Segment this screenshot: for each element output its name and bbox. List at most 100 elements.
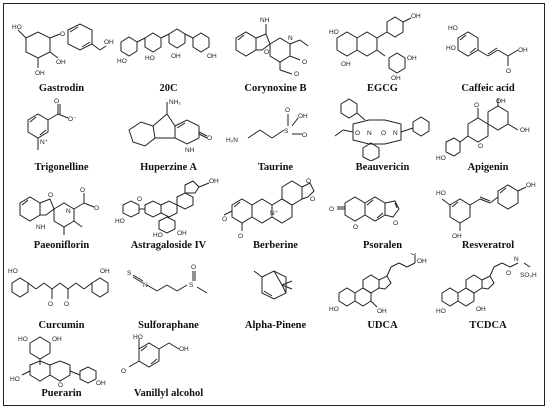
atom-label: O xyxy=(264,49,269,56)
atom-label: O xyxy=(411,253,416,257)
atom-label: O xyxy=(191,264,196,271)
atom-label: OH xyxy=(52,336,62,343)
atom-label: O xyxy=(381,130,386,137)
atom-label: OH xyxy=(56,59,66,66)
atom-label: OH xyxy=(407,55,417,62)
atom-label: OH xyxy=(35,70,45,77)
compound-name: UDCA xyxy=(367,320,398,331)
atom-label: O xyxy=(302,59,307,66)
atom-label: O xyxy=(60,31,65,38)
compound-name: Alpha-Pinene xyxy=(244,320,307,331)
atom-label: N⁺ xyxy=(270,210,279,217)
atom-label: OH xyxy=(526,182,536,189)
atom-label: OH xyxy=(209,178,219,185)
atom-label: O xyxy=(121,368,126,375)
atom-label: N xyxy=(393,130,398,137)
compound-cell: S N S O Sulforaphane xyxy=(115,253,222,333)
psoralen-structure: O O O xyxy=(329,196,400,231)
compound-name: Corynoxine B xyxy=(244,83,307,94)
compound-cell: HO HO OH OH 20C xyxy=(115,8,222,96)
atom-label: HO xyxy=(153,232,163,239)
atom-label: O xyxy=(238,233,243,239)
empty-cell xyxy=(436,333,540,401)
atom-label: OH xyxy=(496,98,506,105)
atom-label: O xyxy=(474,102,479,109)
atom-label: OH xyxy=(207,53,217,60)
atom-label: NH₂ xyxy=(169,99,181,106)
compound-cell: HO OH OH OH OH EGCG xyxy=(329,8,436,96)
atom-label: S xyxy=(127,270,132,277)
puerarin-structure: HO OH HO OH O xyxy=(10,336,106,387)
atom-label: S xyxy=(284,128,289,135)
compound-name: Paeoniflorin xyxy=(33,240,90,251)
atom-label: HO xyxy=(145,55,155,62)
atom-label: O xyxy=(478,143,483,150)
atom-label: N xyxy=(367,130,372,137)
atom-label: HO xyxy=(448,25,458,32)
compound-name: Apigenin xyxy=(467,162,509,173)
atom-label: OH xyxy=(177,230,187,237)
compound-name: Taurine xyxy=(257,162,294,173)
compound-name: Curcumin xyxy=(38,320,85,331)
atom-label: N xyxy=(288,35,293,42)
compound-name: Vanillyl alcohol xyxy=(133,388,204,399)
resveratrol-structure: HO OH OH xyxy=(436,182,536,239)
gastrodin-structure: HO OH OH O OH xyxy=(12,23,114,77)
atom-label: SO₃H xyxy=(520,272,537,279)
atom-label: O xyxy=(94,205,99,212)
udca-structure: HO OH OH O xyxy=(329,253,427,315)
atom-label: HO xyxy=(133,334,143,341)
corynoxine-b-structure: NH O N O O xyxy=(235,17,309,78)
atom-label: HO xyxy=(115,218,125,225)
empty-cell xyxy=(329,333,436,401)
atom-label: O xyxy=(222,216,227,223)
paeoniflorin-structure: O NH O O N xyxy=(19,187,99,235)
compound-cell: OH HO O OH HO Astragaloside IV xyxy=(115,175,222,253)
compound-cell: N O SO₃H HO OH TCDCA xyxy=(436,253,540,333)
alpha-pinene-structure xyxy=(253,270,293,300)
atom-label: O xyxy=(506,270,511,277)
compound-cell: O O⁻ N⁺ Trigonelline xyxy=(8,96,115,175)
huperzine-a-structure: NH₂ NH O xyxy=(128,99,212,154)
atom-label: NH xyxy=(260,17,270,24)
atom-label: O xyxy=(48,192,53,199)
20c-structure: HO HO OH OH xyxy=(117,28,217,65)
compound-cell: HO OH OH O OH Gastrodin xyxy=(8,8,115,96)
compound-cell: HO OH OH Resveratrol xyxy=(436,175,540,253)
caffeic-acid-structure: HO HO OH O xyxy=(446,25,528,75)
tcdca-structure: N O SO₃H HO OH xyxy=(436,256,537,315)
atom-label: OH xyxy=(518,47,528,54)
compound-name: Berberine xyxy=(253,240,298,251)
atom-label: N xyxy=(143,282,148,289)
atom-label: OH xyxy=(179,346,189,353)
atom-label: OH xyxy=(476,306,486,313)
compound-name: EGCG xyxy=(367,83,398,94)
atom-label: N⁺ xyxy=(40,139,49,146)
taurine-structure: H₂N S O OH O xyxy=(226,107,308,144)
atom-label: OH xyxy=(417,258,427,265)
atom-label: S xyxy=(189,282,194,289)
atom-label: HO xyxy=(329,306,339,313)
atom-label: HO xyxy=(8,268,18,275)
atom-label: OH xyxy=(452,233,462,239)
atom-label: O xyxy=(137,196,142,203)
atom-label: HO xyxy=(117,58,127,65)
atom-label: HO xyxy=(329,29,339,36)
atom-label: HO xyxy=(10,376,20,383)
atom-label: O xyxy=(393,220,398,227)
atom-label: O xyxy=(306,178,311,185)
compound-cell: OH O OH HO O Apigenin xyxy=(436,96,540,175)
compound-name: Sulforaphane xyxy=(138,320,199,331)
compound-grid: HO OH OH O OH Gastrodin HO HO OH OH 20C xyxy=(8,8,540,401)
atom-label: OH xyxy=(100,268,110,275)
atom-label: O xyxy=(58,382,63,387)
atom-label: N xyxy=(66,208,71,215)
compound-cell: H₂N S O OH O Taurine xyxy=(222,96,329,175)
atom-label: O xyxy=(285,107,290,114)
atom-label: OH xyxy=(377,308,387,315)
atom-label: HO xyxy=(18,336,28,343)
empty-cell xyxy=(222,333,329,401)
compound-cell: HO OH OH O UDCA xyxy=(329,253,436,333)
atom-label: O xyxy=(48,301,53,308)
compound-name: Psoralen xyxy=(362,240,403,251)
